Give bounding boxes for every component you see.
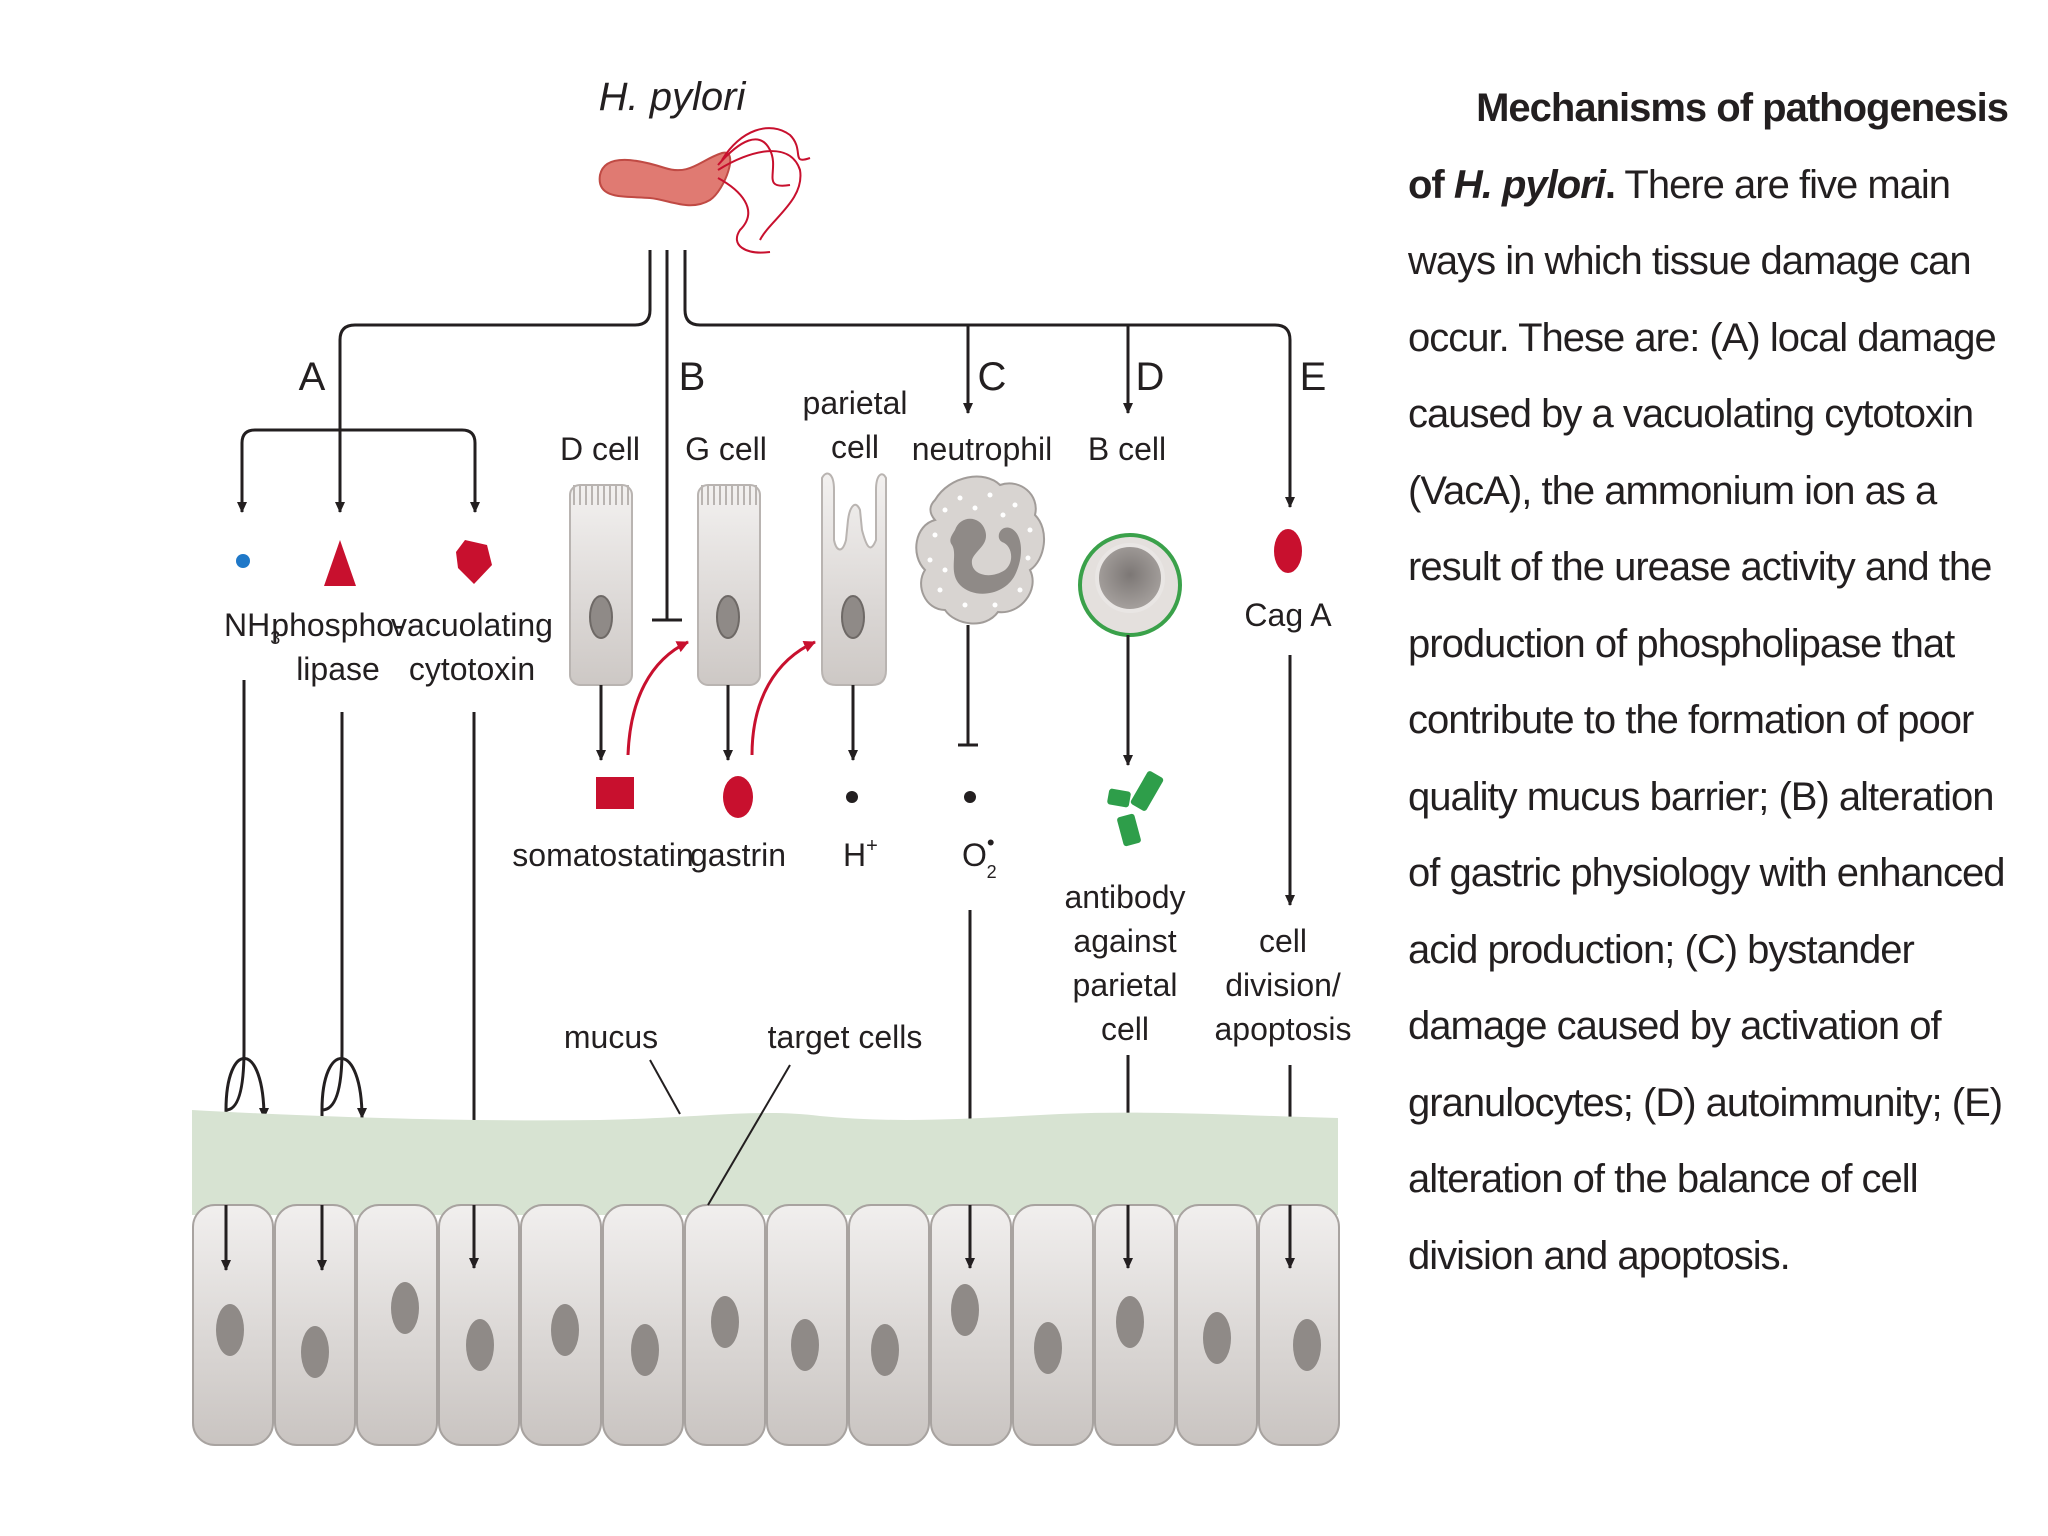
- somatostatin-label: somatostatin: [512, 837, 693, 873]
- antibody-marker: [1107, 771, 1164, 847]
- organism-label: H. pylori: [599, 75, 747, 119]
- gastrin-label: gastrin: [690, 837, 786, 873]
- parietal-cell-label-line2: cell: [831, 429, 879, 465]
- cag-a-label: Cag A: [1244, 597, 1332, 633]
- b-cell: [1078, 533, 1182, 637]
- pathway-b-arrows: [596, 685, 858, 761]
- g-cell-label: G cell: [685, 431, 767, 467]
- pathway-letter-c: C: [978, 355, 1007, 399]
- stimulation-arrows: [626, 640, 816, 756]
- caption-title-line1: Mechanisms of pathogenesis: [1476, 86, 2009, 130]
- parietal-cell: [821, 472, 887, 686]
- cell-division-label-line2: division/: [1225, 967, 1341, 1003]
- target-cell-row: [192, 1204, 1340, 1446]
- target-cells-pointer: [707, 1064, 791, 1206]
- antibody-label-line1: antibody: [1065, 879, 1186, 915]
- antibody-label-line4: cell: [1101, 1011, 1149, 1047]
- mucus-label: mucus: [564, 1019, 658, 1055]
- antibody-label-line2: against: [1073, 923, 1176, 959]
- cell-division-label-line3: apoptosis: [1215, 1011, 1352, 1047]
- pathway-letter-d: D: [1136, 355, 1165, 399]
- vacuolating-cytotoxin-label-line1: vacuolating: [391, 607, 553, 643]
- h-plus-label: H+: [843, 835, 878, 873]
- pathway-letter-e: E: [1300, 355, 1327, 399]
- somatostatin-marker: [596, 777, 634, 809]
- pathway-letter-b: B: [679, 355, 706, 399]
- d-cell: [569, 484, 633, 686]
- antibody-label-line3: parietal: [1073, 967, 1178, 1003]
- superoxide-marker: [964, 791, 976, 803]
- cag-a-marker: [1274, 529, 1302, 573]
- parietal-cell-label-line1: parietal: [803, 385, 908, 421]
- nh3-label: NH3: [224, 607, 280, 648]
- neutrophil-inhibition-line: [958, 625, 978, 747]
- superoxide-label: O•2: [962, 830, 997, 882]
- tissue-arrows: [221, 1205, 1295, 1271]
- target-cells-label: target cells: [768, 1019, 923, 1055]
- phospholipase-label-line1: phospho-: [271, 607, 404, 643]
- gastrin-marker: [723, 776, 753, 818]
- vacuolating-cytotoxin-label-line2: cytotoxin: [409, 651, 535, 687]
- h-plus-marker: [846, 791, 858, 803]
- cell-division-label-line1: cell: [1259, 923, 1307, 959]
- mucus-pointer: [649, 1059, 681, 1115]
- caption-body: There are five main ways in which tissue…: [1408, 162, 2005, 1278]
- pathway-letter-a: A: [299, 355, 326, 399]
- pathway-connectors: [237, 250, 1295, 622]
- g-cell: [697, 484, 761, 686]
- d-cell-label: D cell: [560, 431, 640, 467]
- caption-title-line2: of H. pylori.: [1408, 162, 1616, 207]
- nh3-marker: [236, 554, 250, 568]
- figure-caption: Mechanisms of pathogenesis of H. pylori.…: [1408, 70, 2009, 1294]
- phospholipase-label-line2: lipase: [296, 651, 380, 687]
- h-pylori-bacterium: [598, 127, 811, 254]
- neutrophil-label: neutrophil: [912, 431, 1053, 467]
- vacuolating-cytotoxin-marker: [456, 540, 492, 584]
- b-cell-label: B cell: [1088, 431, 1166, 467]
- phospholipase-marker: [324, 540, 356, 586]
- neutrophil-cell: [915, 475, 1046, 625]
- mucus-layer: [192, 1110, 1338, 1215]
